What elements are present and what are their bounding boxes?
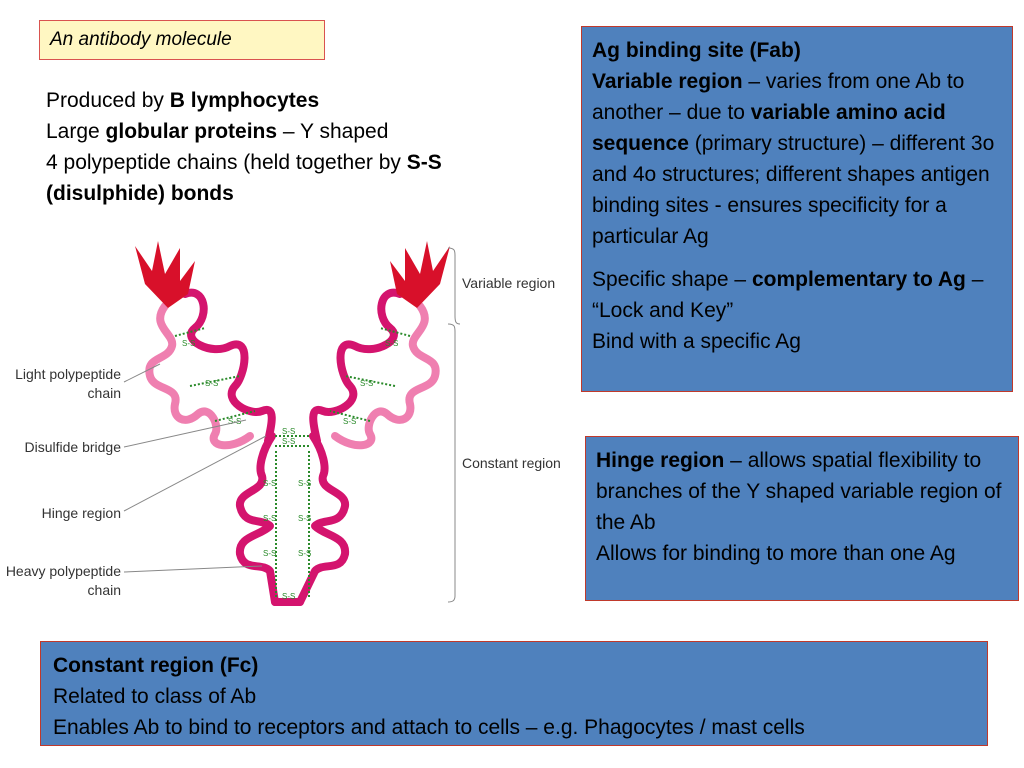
svg-text:S-S: S-S [182, 339, 195, 348]
fab-info-box: Ag binding site (Fab) Variable region – … [581, 26, 1013, 392]
intro-line-1: Produced by B lymphocytes [46, 89, 320, 112]
label-heavy-chain-2: chain [88, 582, 121, 598]
fc-info-box: Constant region (Fc) Related to class of… [40, 641, 988, 746]
variable-tip-right [390, 241, 450, 308]
svg-text:S-S: S-S [282, 437, 295, 446]
svg-text:S-S: S-S [228, 417, 241, 426]
fc-heading: Constant region (Fc) [53, 654, 259, 677]
leader-lines [123, 363, 267, 573]
ss-labels: S-S S-S S-S S-S S-S S-S S-S S-S S-S S-S … [182, 339, 398, 601]
heavy-chain-left [181, 288, 279, 606]
svg-text:S-S: S-S [298, 479, 311, 488]
disulfide-bonds [174, 327, 411, 598]
svg-text:S-S: S-S [263, 479, 276, 488]
variable-tip-left [135, 241, 195, 308]
hinge-text-2: Allows for binding to more than one Ag [596, 542, 956, 565]
antibody-diagram: S-S S-S S-S S-S S-S S-S S-S S-S S-S S-S … [6, 241, 561, 606]
fc-line-1: Related to class of Ab [53, 685, 257, 708]
label-variable-region: Variable region [462, 275, 555, 291]
svg-text:S-S: S-S [385, 339, 398, 348]
fab-heading: Ag binding site (Fab) [592, 39, 801, 62]
svg-text:S-S: S-S [263, 514, 276, 523]
label-constant-region: Constant region [462, 455, 561, 471]
svg-text:S-S: S-S [282, 427, 295, 436]
intro-text: Produced by B lymphocytes Large globular… [46, 85, 546, 209]
label-disulfide-bridge: Disulfide bridge [25, 439, 122, 455]
svg-text:S-S: S-S [360, 379, 373, 388]
fab-specific-text: Specific shape – complementary to Ag – “… [592, 268, 984, 322]
fab-variable-text: Variable region – varies from one Ab to … [592, 70, 995, 248]
heavy-chain-right [296, 288, 404, 606]
label-light-chain-2: chain [88, 385, 121, 401]
svg-text:S-S: S-S [343, 417, 356, 426]
svg-text:S-S: S-S [298, 549, 311, 558]
region-brackets [447, 247, 461, 603]
light-chain-left [145, 302, 254, 450]
svg-text:S-S: S-S [298, 514, 311, 523]
light-chain-right [331, 302, 440, 450]
svg-text:S-S: S-S [205, 379, 218, 388]
label-light-chain-1: Light polypeptide [15, 366, 121, 382]
fc-line-2: Enables Ab to bind to receptors and atta… [53, 716, 805, 739]
intro-line-2: Large globular proteins – Y shaped [46, 120, 389, 143]
hinge-info-box: Hinge region – allows spatial flexibilit… [585, 436, 1019, 601]
svg-text:S-S: S-S [282, 592, 295, 601]
slide-title: An antibody molecule [39, 20, 325, 60]
label-heavy-chain-1: Heavy polypeptide [6, 563, 121, 579]
light-chains [145, 302, 440, 450]
svg-text:S-S: S-S [263, 549, 276, 558]
variable-tips [135, 241, 450, 308]
label-hinge-region: Hinge region [42, 505, 121, 521]
intro-line-3: 4 polypeptide chains (held together by S… [46, 151, 442, 205]
fab-bind-text: Bind with a specific Ag [592, 330, 801, 353]
heavy-chains [181, 288, 404, 606]
hinge-text-1: Hinge region – allows spatial flexibilit… [596, 449, 1002, 534]
